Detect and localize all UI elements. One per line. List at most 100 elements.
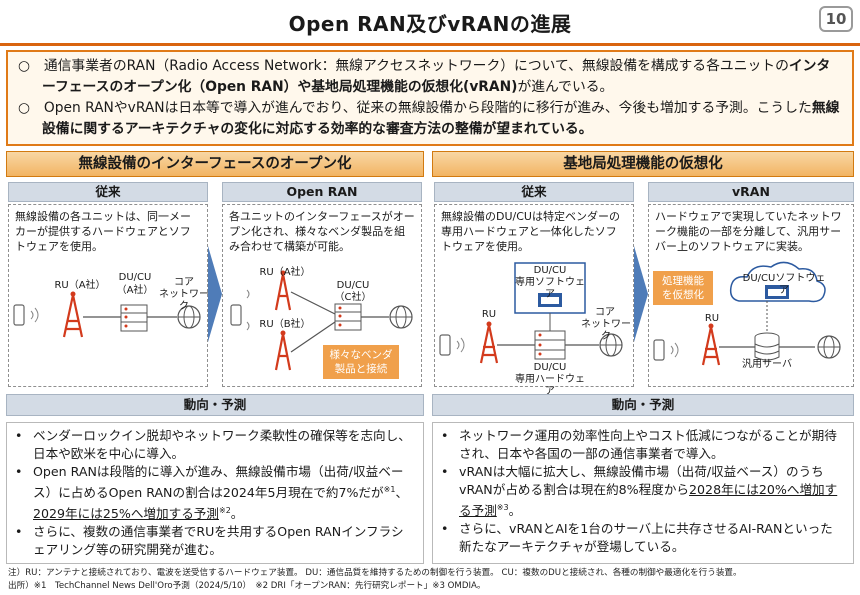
open-ran-band: 無線設備のインターフェースのオープン化: [6, 151, 424, 177]
left-trend-item: さらに、複数の通信事業者でRUを共用するOpen RANインフラシェアリング等の…: [15, 523, 415, 559]
right-conv-text: 無線設備のDU/CUは特定ベンダーの専用ハードウェアと一体化したソフトウェアを使…: [441, 210, 620, 253]
transition-arrow: [634, 246, 648, 342]
ru-label: RU: [481, 309, 497, 320]
summary-text: ○ 通信事業者のRAN（Radio Access Network：無線アクセスネ…: [18, 58, 789, 74]
core-network-label: ネットワーク: [581, 319, 631, 342]
trend-text: 、: [395, 485, 409, 501]
ducu-vendor-label: （A社）: [116, 285, 154, 296]
ducu-software-label: DU/CU: [533, 265, 567, 276]
oran-diagram: [230, 270, 413, 371]
trend-text: vRANは大幅に拡大し、無線設備市場（出荷/収益ベース）のうちvRANが占める割…: [459, 464, 824, 497]
right-trend-header: 動向・予測: [432, 394, 854, 416]
phone-icon: [230, 304, 242, 326]
right-trend-box: ネットワーク運用の効率性向上やコスト低減につながることが期待され、日本や各国の一…: [432, 422, 854, 564]
vendor-callout-line: 製品と接続: [334, 363, 388, 375]
right-conv-header: 従来: [434, 182, 634, 202]
server-icon: [534, 330, 566, 360]
virtualization-callout-line: 処理機能: [662, 275, 704, 287]
ducu-label: DU/CU: [336, 280, 370, 291]
globe-icon: [817, 335, 841, 359]
core-label: コア: [174, 277, 194, 288]
summary-point-1: ○ 通信事業者のRAN（Radio Access Network：無線アクセスネ…: [18, 56, 842, 98]
footnote-ref: ※3: [496, 503, 509, 512]
trend-underlined: 2029年には25%へ増加する予測: [33, 506, 219, 522]
ducu-software-label: DU/CUソフトウェア: [742, 273, 826, 296]
core-network-label: ネットワーク: [159, 289, 209, 312]
summary-point-2: ○ Open RANやvRANは日本等で導入が進んでおり、従来の無線設備から段階…: [18, 98, 842, 140]
ducu-software-label: 専用ソフトウェア: [515, 277, 585, 300]
general-server-icon: [754, 332, 780, 361]
title-rule: [0, 43, 860, 46]
summary-bold: インターフェースのオープン化（Open RAN）や基地局処理機能の仮想化(vRA…: [42, 58, 831, 95]
ducu-hardware-label: 専用ハードウェア: [515, 374, 585, 397]
left-conv-panel: 無線設備の各ユニットは、同一メーカーが提供するハードウェアとソフトウェアを使用。…: [8, 204, 209, 387]
phone-icon: [653, 339, 665, 361]
right-trend-item: vRANは大幅に拡大し、無線設備市場（出荷/収益ベース）のうちvRANが占める割…: [441, 463, 845, 520]
vran-panel: ハードウェアで実現していたネットワーク機能の一部を分離して、汎用サーバー上のソフ…: [648, 204, 854, 387]
trend-text: 。: [230, 506, 244, 522]
ducu-hardware-label: DU/CU: [533, 362, 567, 373]
core-label: コア: [595, 307, 615, 318]
footnote-ref: ※2: [218, 506, 231, 516]
left-trend-header: 動向・予測: [6, 394, 424, 416]
left-trend-item: Open RANは段階的に導入が進み、無線設備市場（出荷/収益ベース）に占めるO…: [15, 463, 415, 523]
right-trend-item: ネットワーク運用の効率性向上やコスト低減につながることが期待され、日本や各国の一…: [441, 427, 845, 463]
radio-wave-icon: [30, 307, 39, 323]
ducu-vendor-label: （C社）: [334, 292, 372, 303]
ru-b-label: RU（B社）: [259, 319, 311, 330]
server-icon: [120, 304, 148, 332]
right-conv-panel: 無線設備のDU/CUは特定ベンダーの専用ハードウェアと一体化したソフトウェアを使…: [434, 204, 634, 397]
vendor-callout: 様々なベンダ 製品と接続: [323, 345, 399, 379]
conv-ran-diagram: [13, 291, 201, 338]
footnote-ref: ※1: [383, 485, 396, 494]
vran-band: 基地局処理機能の仮想化: [432, 151, 854, 177]
page-number: 10: [819, 6, 853, 32]
summary-box: ○ 通信事業者のRAN（Radio Access Network：無線アクセスネ…: [6, 50, 854, 146]
footer-source: 出所）※1 TechChannel News Dell'Oro予測（2024/5…: [8, 581, 486, 591]
antenna-icon: [479, 321, 499, 364]
oran-text: 各ユニットのインターフェースがオープン化され、様々なベンダ製品を組み合わせて構築…: [229, 210, 415, 253]
phone-icon: [13, 304, 25, 326]
phone-icon: [439, 334, 451, 356]
summary-text: ○ Open RANやvRANは日本等で導入が進んでおり、従来の無線設備から段階…: [18, 100, 812, 116]
left-conv-text: 無線設備の各ユニットは、同一メーカーが提供するハードウェアとソフトウェアを使用。: [15, 210, 191, 253]
vendor-callout-line: 様々なベンダ: [329, 349, 393, 361]
cloud-icon: [729, 261, 826, 303]
ru-label: RU: [704, 313, 720, 324]
summary-bold: 無線設備に関するアーキテクチャの変化に対応する効率的な審査方法の整備が望まれてい…: [42, 100, 840, 137]
virtualization-callout-line: を仮想化: [662, 289, 704, 301]
globe-icon: [389, 305, 413, 329]
summary-text: が進んでいる。: [517, 79, 614, 95]
radio-wave-icon: [670, 342, 679, 358]
transition-arrow: [208, 246, 222, 342]
general-server-label: 汎用サーバ: [742, 359, 792, 370]
oran-panel: 各ユニットのインターフェースがオープン化され、様々なベンダ製品を組み合わせて構築…: [222, 204, 422, 387]
virtualization-callout: 処理機能 を仮想化: [653, 271, 713, 305]
radio-wave-icon: [246, 289, 250, 331]
antenna-a-icon: [274, 270, 292, 311]
ru-a-label: RU（A社）: [259, 267, 311, 278]
antenna-b-icon: [274, 330, 292, 371]
left-trend-item: ベンダーロックイン脱却やネットワーク柔軟性の確保等を志向し、日本や欧米を中心に導…: [15, 427, 415, 463]
right-trend-item: さらに、vRANとAIを1台のサーバ上に共存させるAI-RANといった新たなアー…: [441, 520, 845, 556]
footer-note: 注）RU：アンテナと接続されており、電波を送受信するハードウェア装置。 DU：通…: [8, 568, 742, 578]
antenna-icon: [701, 323, 721, 366]
radio-wave-icon: [456, 337, 465, 353]
antenna-icon: [62, 291, 84, 338]
page-title: Open RAN及びvRANの進展: [288, 12, 572, 36]
server-icon: [334, 303, 362, 331]
conv-vran-diagram: [439, 262, 623, 364]
ru-label: RU（A社）: [54, 280, 106, 291]
trend-underlined: 2028年には20%へ増加する予測: [459, 482, 838, 519]
oran-header: Open RAN: [222, 182, 422, 202]
globe-icon: [599, 333, 623, 357]
vran-text: ハードウェアで実現していたネットワーク機能の一部を分離して、汎用サーバー上のソフ…: [655, 210, 842, 253]
globe-icon: [177, 305, 201, 329]
left-trend-box: ベンダーロックイン脱却やネットワーク柔軟性の確保等を志向し、日本や欧米を中心に導…: [6, 422, 424, 564]
left-conv-header: 従来: [8, 182, 208, 202]
trend-text: Open RANは段階的に導入が進み、無線設備市場（出荷/収益ベース）に占めるO…: [33, 464, 404, 501]
ducu-label: DU/CU: [118, 272, 152, 283]
vran-diagram: [653, 261, 841, 366]
trend-text: 。: [508, 503, 522, 519]
vran-header: vRAN: [648, 182, 854, 202]
